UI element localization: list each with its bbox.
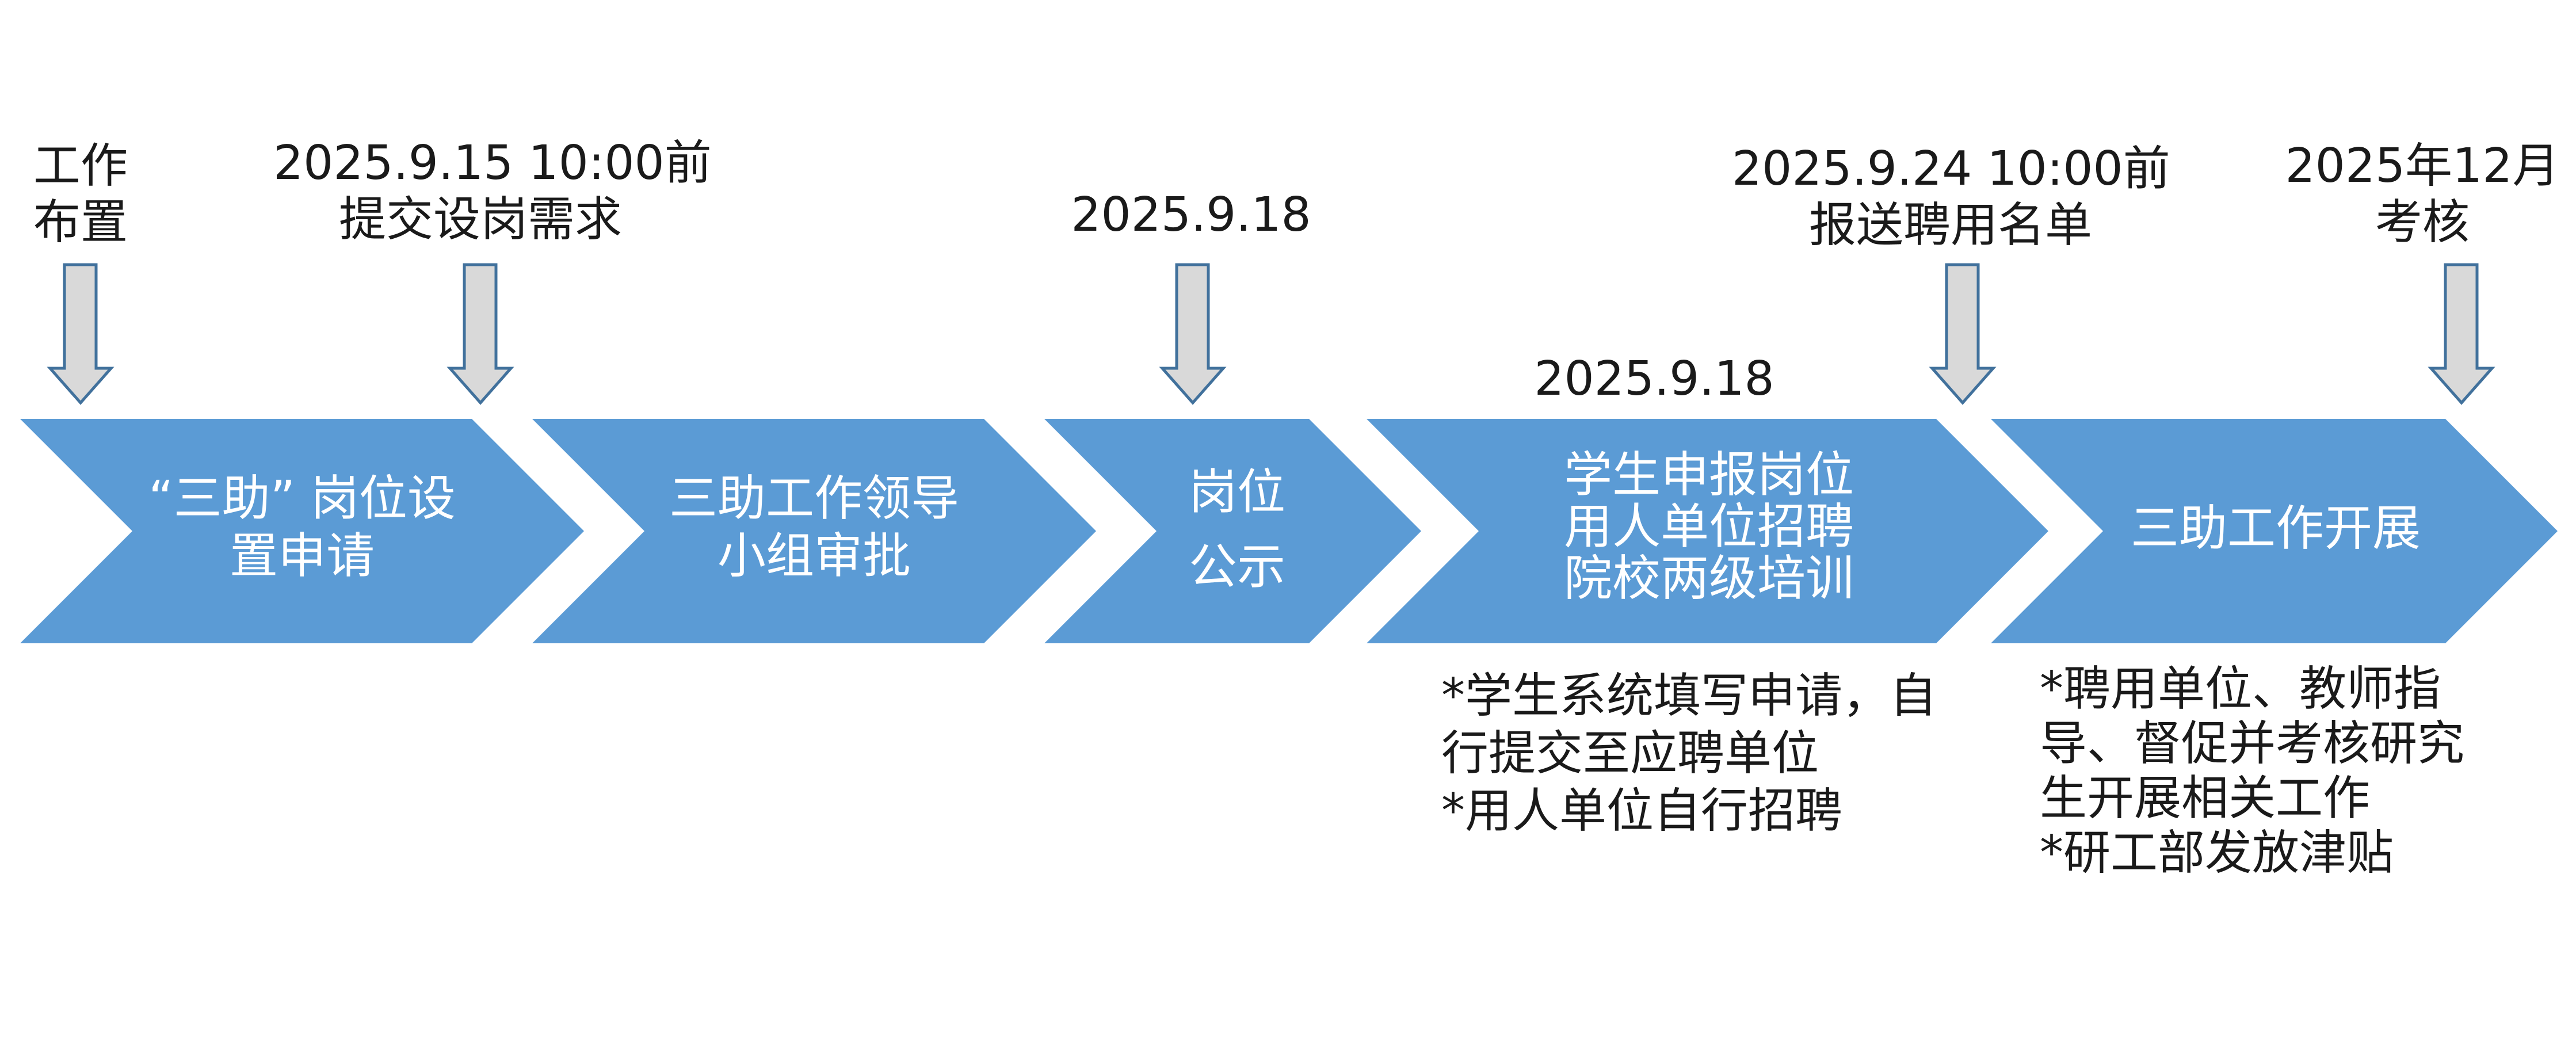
stage-label-4: 学生申报岗位 用人单位招聘 院校两级培训: [1479, 449, 1939, 604]
down-arrow-icon: [446, 263, 514, 405]
milestone-label-submit-list: 2025.9.24 10:00前 报送聘用名单: [1732, 141, 2170, 254]
milestone-line: 布置: [33, 195, 128, 250]
milestone-label-application-date: 2025.9.18: [1510, 351, 1798, 407]
stage-chevron-1: [20, 419, 584, 643]
note-line: 行提交至应聘单位: [1441, 726, 1819, 781]
down-arrow-icon: [1159, 263, 1227, 405]
stage-label-1: “三助” 岗位设 置申请: [132, 470, 472, 585]
down-arrow-icon: [2428, 263, 2495, 405]
milestone-line: 提交设岗需求: [338, 192, 622, 247]
milestone-label-submit-demand: 2025.9.15 10:00前 提交设岗需求: [273, 135, 712, 248]
milestone-line: 工作: [33, 139, 128, 193]
down-arrow-icon: [1929, 263, 1997, 405]
milestone-label-publicity-date: 2025.9.18: [1047, 187, 1335, 243]
note-line: *用人单位自行招聘: [1441, 784, 1843, 838]
stage-line: 三助工作领导: [669, 470, 959, 526]
stage-label-5: 三助工作开展: [2103, 499, 2448, 557]
milestone-line: 报送聘用名单: [1808, 198, 2092, 253]
milestone-label-assessment: 2025年12月 考核: [2273, 138, 2572, 251]
milestone-label-work-arrangement: 工作 布置: [23, 138, 138, 251]
milestone-line: 2025.9.15 10:00前: [273, 136, 712, 190]
milestone-line: 2025.9.18: [1534, 352, 1774, 406]
note-work-stage: *聘用单位、教师指 导、督促并考核研究 生开展相关工作 *研工部发放津贴: [2040, 662, 2464, 880]
milestone-line: 2025年12月: [2285, 139, 2560, 193]
stage-line: 置申请: [229, 528, 375, 584]
note-line: 生开展相关工作: [2040, 771, 2371, 826]
down-arrow-icon: [47, 263, 115, 405]
note-line: 导、督促并考核研究: [2040, 716, 2465, 771]
stage-line: 用人单位招聘: [1563, 498, 1854, 555]
stage-label-2: 三助工作领导 小组审批: [644, 470, 984, 585]
milestone-line: 2025.9.18: [1071, 188, 1311, 242]
note-line: *聘用单位、教师指: [2040, 662, 2441, 716]
stage-chevron-5: [1991, 419, 2558, 643]
stage-chevron-3: [1044, 419, 1421, 643]
stage-line: 公示: [1188, 539, 1285, 595]
stage-line: 学生申报岗位: [1563, 447, 1854, 503]
note-line: *研工部发放津贴: [2040, 826, 2394, 880]
stage-chevron-4: [1367, 419, 2048, 643]
note-line: *学生系统填写申请，自: [1441, 669, 1937, 723]
stage-line: 小组审批: [717, 528, 911, 584]
stage-line: “三助” 岗位设: [148, 470, 456, 526]
stage-line: 岗位: [1188, 464, 1285, 520]
stage-label-3: 岗位 公示: [1157, 455, 1318, 604]
milestone-line: 考核: [2375, 195, 2470, 250]
stage-line: 三助工作开展: [2130, 500, 2421, 556]
milestone-line: 2025.9.24 10:00前: [1732, 142, 2170, 196]
note-application-stage: *学生系统填写申请，自 行提交至应聘单位 *用人单位自行招聘: [1441, 667, 1937, 840]
stage-line: 院校两级培训: [1563, 550, 1854, 606]
stage-chevron-2: [532, 419, 1096, 643]
